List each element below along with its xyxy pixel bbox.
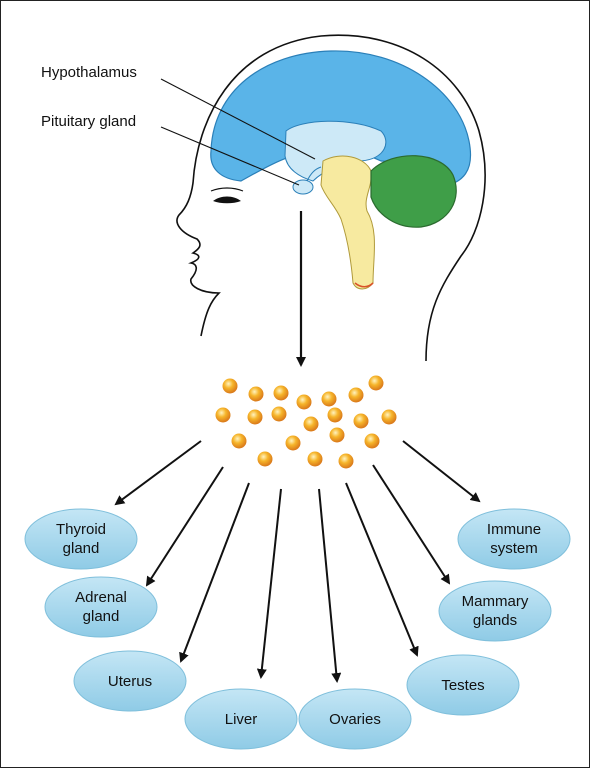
target-uterus: Uterus: [73, 650, 187, 712]
brainstem: [320, 155, 375, 290]
hormone-particle: [271, 406, 287, 422]
target-liver: Liver: [184, 688, 298, 750]
hormone-particle: [364, 433, 380, 449]
hormone-particle: [327, 407, 343, 423]
target-thyroid-line1: Thyroid: [56, 521, 106, 538]
arrow-to-ovaries: [318, 488, 342, 683]
eye: [213, 196, 241, 204]
target-thyroid: Thyroid gland: [24, 508, 138, 570]
arrow-to-mammary: [372, 464, 451, 585]
hormone-particle: [348, 387, 364, 403]
target-adrenal: Adrenal gland: [44, 576, 158, 638]
hormone-particle: [285, 435, 301, 451]
target-mammary: Mammary glands: [438, 580, 552, 642]
hormone-particle: [273, 385, 289, 401]
target-immune-line2: system: [490, 540, 538, 557]
target-mammary-line2: glands: [473, 612, 517, 629]
hypothalamus-leader-line: [160, 78, 316, 160]
hormone-particle: [296, 394, 312, 410]
pituitary-label: Pituitary gland: [41, 113, 136, 130]
pituitary-gland: [292, 179, 314, 195]
hormone-particle: [338, 453, 354, 469]
arrow-to-thyroid: [114, 440, 202, 506]
hormone-particle: [222, 378, 238, 394]
hormone-particle: [231, 433, 247, 449]
target-ovaries: Ovaries: [298, 688, 412, 750]
hormone-particle: [368, 375, 384, 391]
target-thyroid-line2: gland: [63, 540, 100, 557]
hormone-particle: [381, 409, 397, 425]
hormone-particle: [353, 413, 369, 429]
arrow-to-testes: [345, 482, 419, 657]
head-outline: [176, 34, 486, 362]
hormone-particle: [257, 451, 273, 467]
arrow-to-adrenal: [145, 466, 224, 587]
hormone-particle: [329, 427, 345, 443]
target-mammary-line1: Mammary: [462, 593, 529, 610]
target-liver-line1: Liver: [225, 711, 258, 728]
target-testes: Testes: [406, 654, 520, 716]
hormone-particle: [247, 409, 263, 425]
target-uterus-line1: Uterus: [108, 673, 152, 690]
target-adrenal-line2: gland: [83, 608, 120, 625]
hormone-particle: [248, 386, 264, 402]
target-testes-line1: Testes: [441, 677, 484, 694]
hormone-particle: [303, 416, 319, 432]
hormone-particle: [215, 407, 231, 423]
target-ovaries-line1: Ovaries: [329, 711, 381, 728]
arrow-to-uterus: [179, 482, 250, 663]
target-adrenal-line1: Adrenal: [75, 589, 127, 606]
hormone-cluster: [215, 375, 397, 469]
arrow-to-liver: [256, 488, 282, 679]
hormone-particle: [321, 391, 337, 407]
hypothalamus-label: Hypothalamus: [41, 64, 137, 81]
cerebellum: [370, 155, 457, 228]
target-arrows: [114, 440, 481, 683]
arrow-to-immune: [402, 440, 481, 503]
pituitary-leader-line: [160, 126, 300, 186]
hormone-particle: [307, 451, 323, 467]
eyebrow: [210, 187, 244, 192]
target-immune: Immune system: [457, 508, 571, 570]
target-immune-line1: Immune: [487, 521, 541, 538]
